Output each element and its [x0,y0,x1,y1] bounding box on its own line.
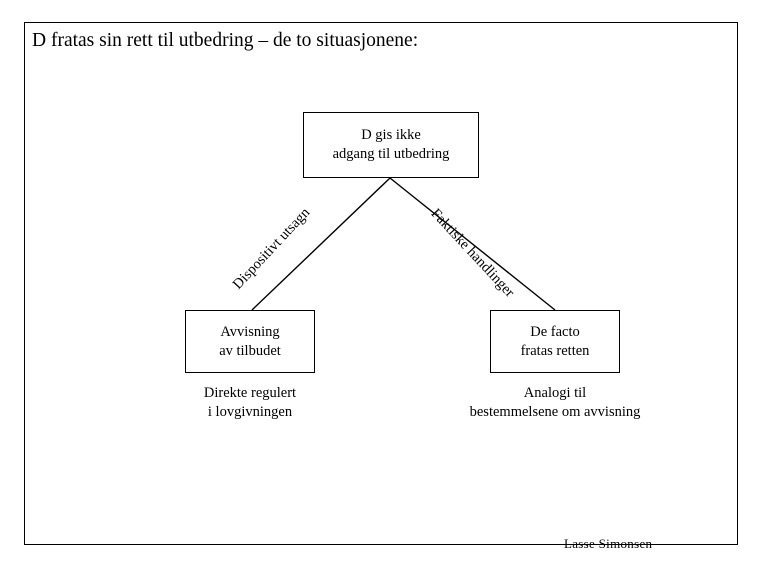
caption-left-line2: i lovgivningen [207,404,293,420]
slide-footer: Lasse Simonsen [495,533,738,555]
page-title: D fratas sin rett til utbedring – de to … [32,30,419,51]
footer-author-name: Lasse Simonsen [564,536,653,551]
footer-rule-right [659,543,738,545]
node-box-left-line2: av tilbudet [219,342,281,359]
slide-border [24,22,738,545]
node-box-right-line1: De facto [530,323,580,340]
caption-left-line1: Direkte regulert [203,385,297,401]
node-box-top-line2: adgang til utbedring [332,146,450,162]
node-box-left-line1: Avvisning [220,323,280,340]
node-box-right-line2: fratas retten [520,342,590,359]
caption-left: Direkte regulert i lovgivningen [160,384,340,422]
caption-right-line1: Analogi til [523,385,587,401]
caption-right: Analogi til bestemmelsene om avvisning [432,384,678,422]
node-box-left: Avvisning av tilbudet [185,310,315,373]
node-box-right: De facto fratas retten [490,310,620,373]
footer-rule-left [495,543,557,545]
caption-right-line2: bestemmelsene om avvisning [469,404,641,420]
node-box-top-line1: D gis ikke [361,127,421,143]
node-box-top: D gis ikke adgang til utbedring [303,112,479,178]
